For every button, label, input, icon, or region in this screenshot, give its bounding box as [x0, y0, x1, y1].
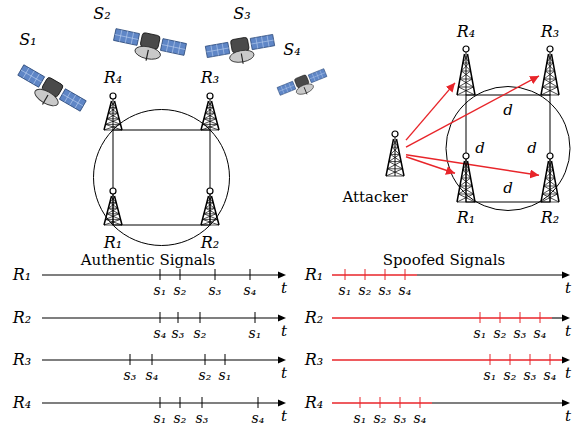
- receiver-label: R₄: [457, 24, 475, 40]
- symbol-label: S₁: [19, 32, 36, 48]
- tick-label: s₄: [146, 368, 159, 382]
- tick-label: s₄: [154, 326, 167, 340]
- tick-label: s₂: [374, 411, 387, 425]
- tick-label: s₂: [194, 326, 207, 340]
- variable-label: d: [527, 141, 537, 156]
- tower-symbol: [455, 45, 477, 95]
- symbol-label: R₁: [13, 267, 31, 283]
- receiver-tower: [201, 93, 219, 130]
- tick-label: s₁: [154, 411, 167, 425]
- tick-label: s₃: [124, 368, 137, 382]
- symbol-label: R₂: [13, 310, 31, 326]
- variable-label: t: [565, 409, 571, 424]
- tick-label: s₄: [399, 283, 412, 297]
- tick-label: s₄: [534, 326, 547, 340]
- tick-label: s₁: [219, 368, 232, 382]
- symbol-label: R₄: [104, 70, 122, 86]
- attacker-label: Attacker: [342, 190, 407, 205]
- satellite-icon: [205, 33, 277, 70]
- tick-label: s₃: [379, 283, 392, 297]
- tower-node: R₄: [455, 45, 477, 95]
- tick-label: s₃: [196, 411, 209, 425]
- section-title: Spoofed Signals: [383, 253, 506, 268]
- tick-label: s₄: [252, 411, 265, 425]
- spoof-arrow: [406, 155, 539, 176]
- timelines: [42, 269, 570, 408]
- symbol-label: R₁: [104, 235, 122, 251]
- variable-label: t: [281, 324, 287, 339]
- variable-label: d: [475, 141, 485, 156]
- tick-label: s₄: [544, 368, 557, 382]
- symbol-label: R₂: [201, 235, 219, 251]
- tick-label: s₁: [484, 368, 497, 382]
- tick-label: s₁: [474, 326, 487, 340]
- tick-label: s₄: [414, 411, 427, 425]
- tower-node: Attacker: [384, 130, 406, 176]
- variable-label: t: [565, 324, 571, 339]
- tick-label: s₃: [209, 283, 222, 297]
- tower-symbol: [539, 152, 561, 202]
- tick-label: s₂: [359, 283, 372, 297]
- variable-label: t: [281, 366, 287, 381]
- tower-node: R₁: [455, 152, 477, 202]
- variable-label: t: [281, 281, 287, 296]
- tower-node: R₂: [539, 152, 561, 202]
- symbol-label: R₃: [305, 352, 323, 368]
- tick-label: s₁: [354, 411, 367, 425]
- variable-label: t: [565, 366, 571, 381]
- tick-label: s₂: [174, 283, 187, 297]
- symbol-label: R₄: [13, 395, 31, 411]
- tick-label: s₂: [199, 368, 212, 382]
- variable-label: t: [281, 409, 287, 424]
- tick-label: s₁: [339, 283, 352, 297]
- variable-label: d: [503, 181, 513, 196]
- receiver-tower: [104, 93, 122, 130]
- authentic-layout: [94, 93, 230, 246]
- tower-symbol: [539, 45, 561, 95]
- symbol-label: S₄: [283, 42, 300, 58]
- symbol-label: R₄: [305, 395, 323, 411]
- variable-label: t: [565, 281, 571, 296]
- spoofed-layout: [446, 87, 570, 211]
- tick-label: s₂: [504, 368, 517, 382]
- symbol-label: R₂: [305, 310, 323, 326]
- symbol-label: S₂: [93, 6, 110, 22]
- receiver-tower: [201, 188, 219, 225]
- symbol-label: S₃: [233, 6, 250, 22]
- tick-label: s₃: [394, 411, 407, 425]
- section-title: Authentic Signals: [81, 253, 216, 268]
- spoof-arrow: [406, 76, 539, 147]
- receiver-label: R₂: [541, 210, 559, 226]
- tower-symbol: [455, 152, 477, 202]
- tick-label: s₁: [249, 326, 262, 340]
- symbol-label: R₁: [305, 267, 323, 283]
- variable-label: d: [503, 103, 513, 118]
- tick-label: s₃: [514, 326, 527, 340]
- spoof-arrow: [406, 83, 455, 140]
- tick-label: s₂: [494, 326, 507, 340]
- symbol-label: R₃: [201, 70, 219, 86]
- tick-label: s₃: [524, 368, 537, 382]
- symbol-label: R₃: [13, 352, 31, 368]
- tick-label: s₁: [154, 283, 167, 297]
- satellite-icon: [111, 27, 187, 68]
- receiver-label: R₁: [457, 210, 475, 226]
- tick-label: s₂: [174, 411, 187, 425]
- tick-label: s₃: [172, 326, 185, 340]
- tower-symbol: [384, 130, 406, 176]
- satellite-icon: [11, 63, 87, 122]
- tower-node: R₃: [539, 45, 561, 95]
- receiver-tower: [104, 188, 122, 225]
- tick-label: s₄: [244, 283, 257, 297]
- receiver-label: R₃: [541, 24, 559, 40]
- satellite-icon: [277, 67, 331, 103]
